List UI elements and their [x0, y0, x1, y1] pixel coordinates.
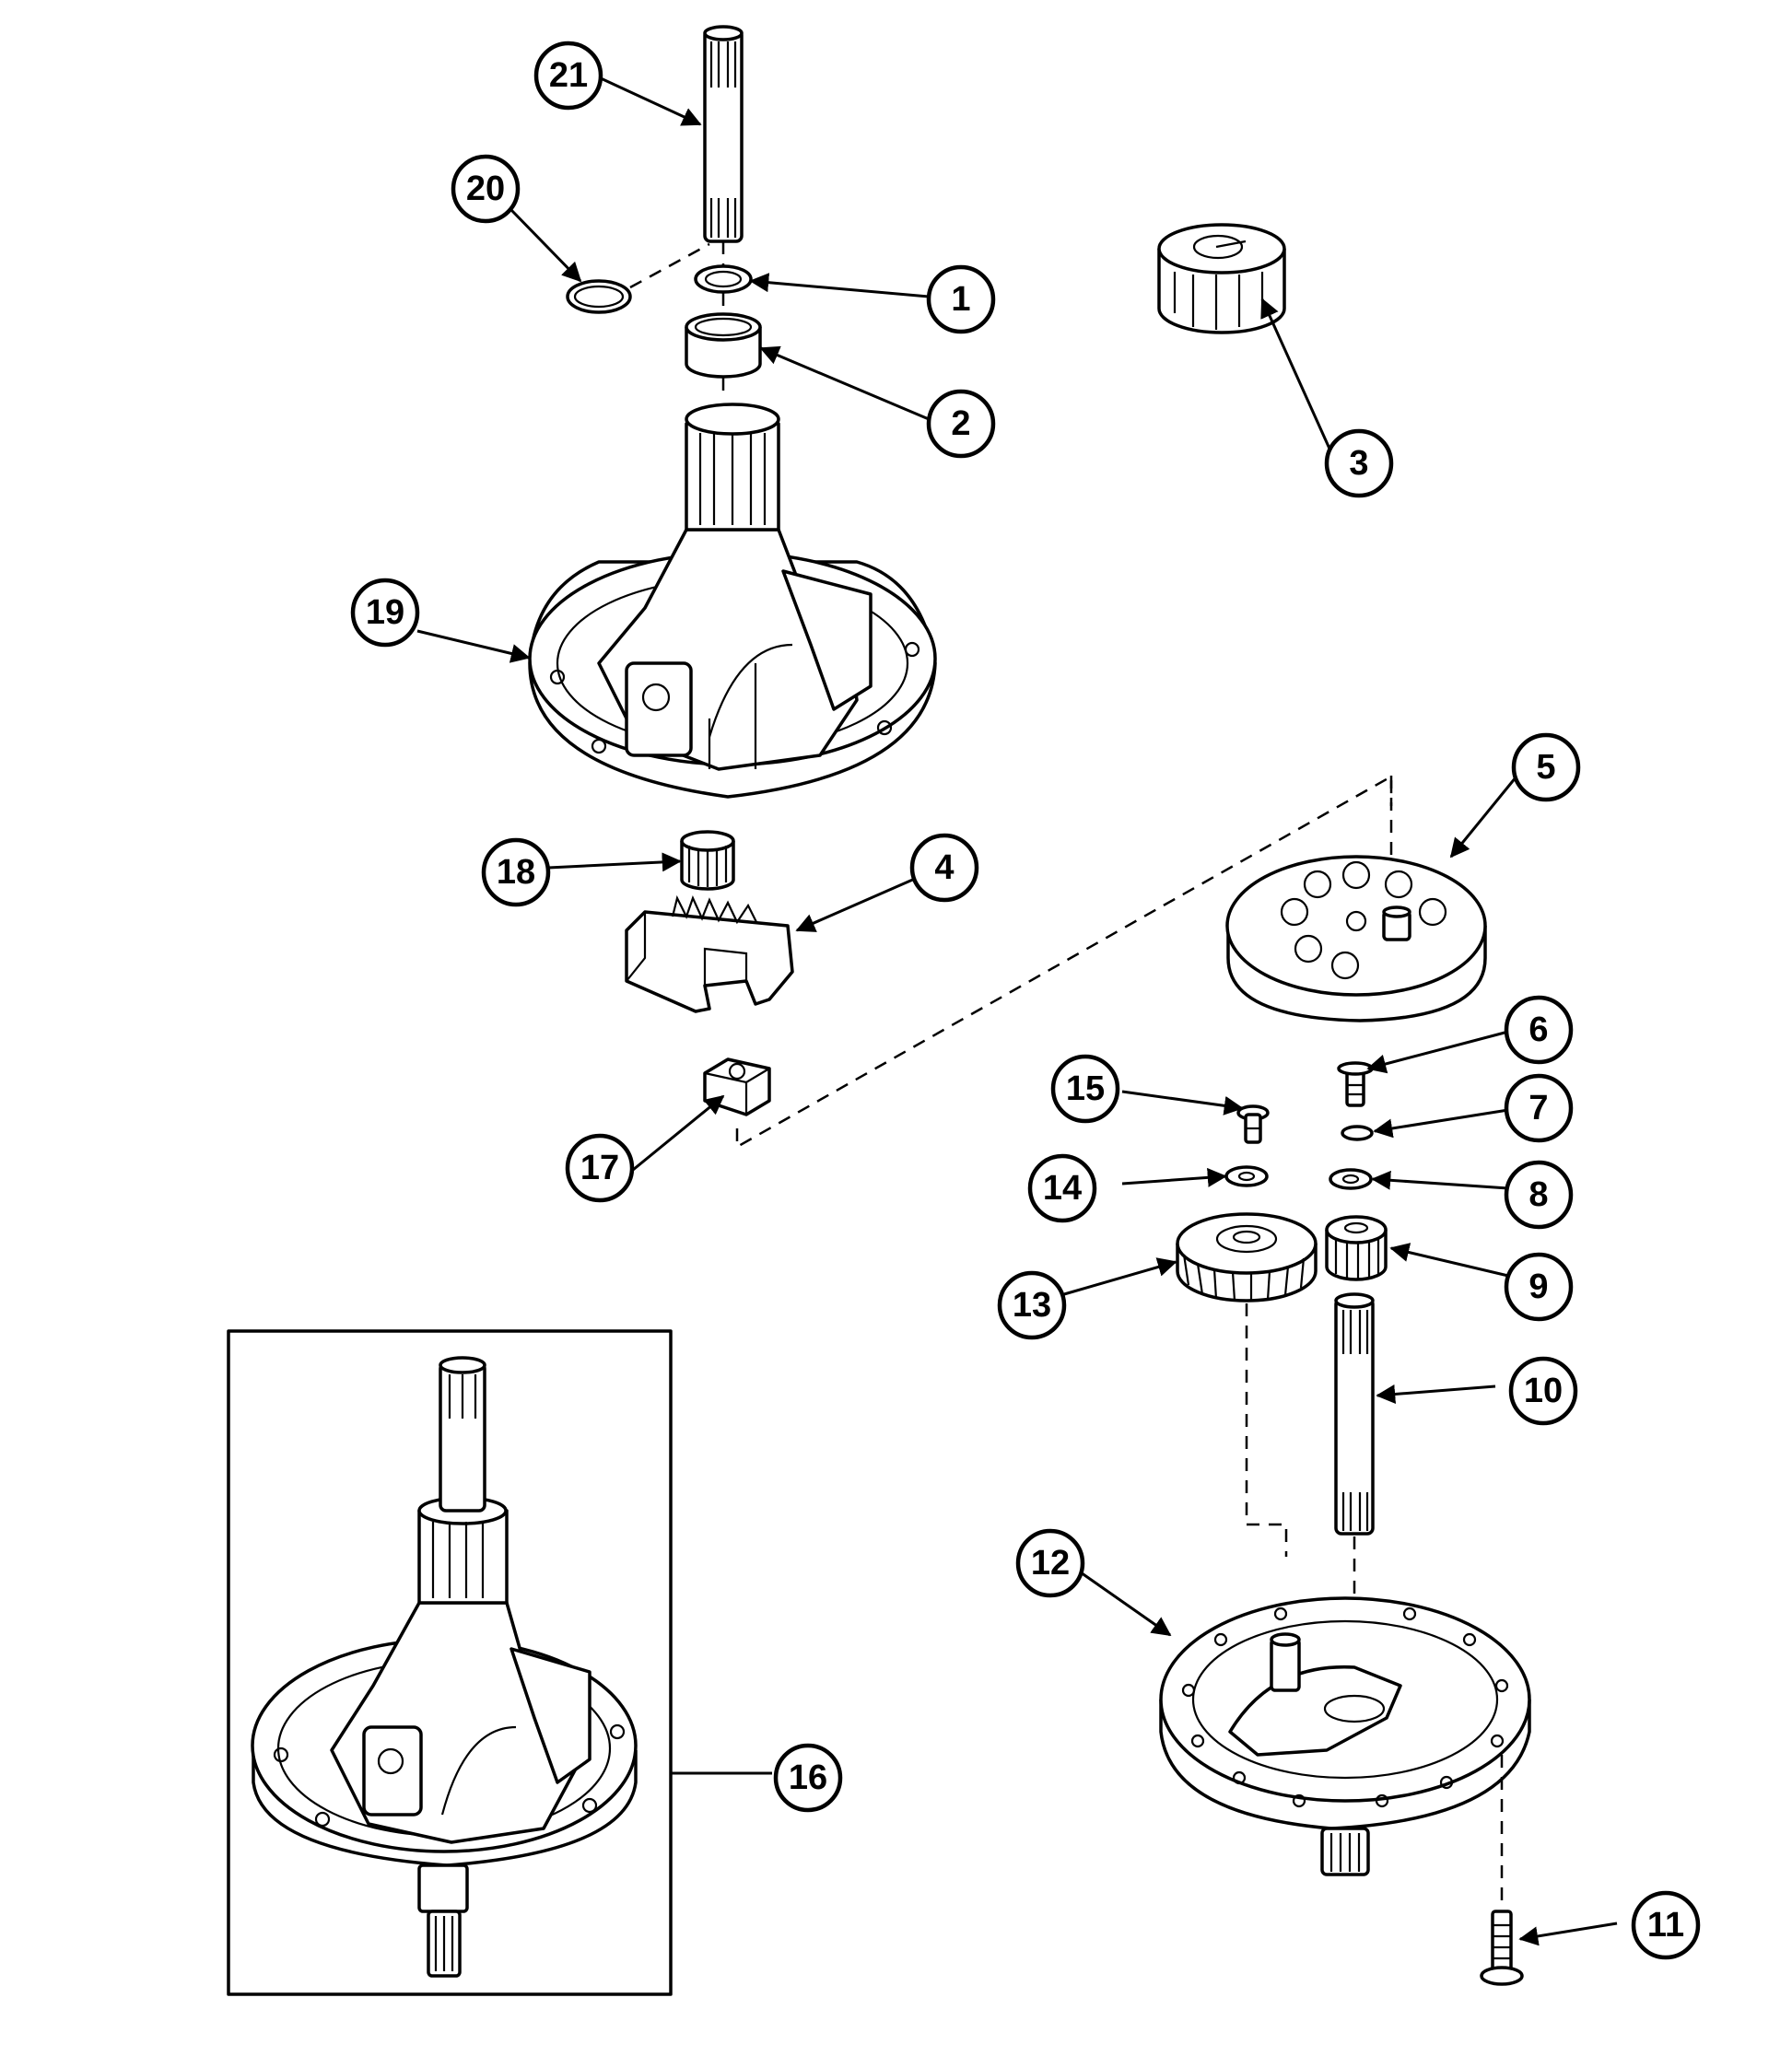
svg-text:4: 4: [934, 848, 954, 887]
svg-text:20: 20: [466, 169, 505, 208]
callout-12: 12: [1015, 1528, 1085, 1598]
callout-11: 11: [1631, 1890, 1701, 1960]
part-13-gear: [1176, 1212, 1318, 1303]
part-1-ring: [694, 264, 753, 294]
svg-text:3: 3: [1349, 444, 1368, 483]
svg-text:15: 15: [1066, 1069, 1105, 1108]
callout-1: 1: [926, 264, 996, 334]
part-10-shaft: [1334, 1292, 1375, 1536]
part-11-bolt: [1480, 1910, 1524, 1986]
svg-text:21: 21: [549, 56, 588, 95]
part-19-housing: [528, 403, 937, 799]
part-14-washer: [1224, 1165, 1269, 1187]
callout-16: 16: [773, 1743, 843, 1813]
svg-text:5: 5: [1536, 748, 1555, 787]
svg-text:14: 14: [1043, 1169, 1082, 1208]
svg-text:9: 9: [1528, 1267, 1548, 1306]
part-15-screw: [1236, 1104, 1270, 1144]
callout-8: 8: [1504, 1160, 1574, 1230]
svg-text:11: 11: [1647, 1906, 1684, 1945]
callout-10: 10: [1508, 1356, 1578, 1426]
callout-20: 20: [451, 154, 521, 224]
part-16-assembly-box: [227, 1329, 673, 1996]
callout-17: 17: [565, 1133, 635, 1203]
svg-text:18: 18: [497, 853, 535, 892]
part-3-spool: [1157, 223, 1286, 334]
part-8-washer: [1329, 1168, 1373, 1190]
callout-4: 4: [909, 833, 979, 903]
part-12-cover: [1159, 1596, 1531, 1876]
callout-13: 13: [997, 1270, 1067, 1340]
callout-15: 15: [1050, 1054, 1120, 1124]
svg-text:6: 6: [1528, 1010, 1548, 1049]
callout-19: 19: [350, 578, 420, 648]
part-17-block: [703, 1057, 771, 1116]
leader-lines: [416, 76, 1618, 1946]
svg-text:16: 16: [789, 1758, 827, 1797]
part-4-rack: [625, 894, 794, 1013]
svg-text:19: 19: [366, 593, 404, 632]
part-9-small-gear: [1325, 1215, 1388, 1281]
svg-text:10: 10: [1524, 1372, 1563, 1410]
svg-text:12: 12: [1031, 1544, 1070, 1583]
part-20-snap-ring: [566, 279, 632, 314]
svg-text:7: 7: [1528, 1089, 1548, 1127]
svg-text:17: 17: [580, 1149, 619, 1187]
part-5-pulley: [1225, 855, 1487, 1022]
part-21-shaft: [703, 25, 744, 243]
svg-text:13: 13: [1013, 1286, 1051, 1325]
part-6-stud: [1337, 1061, 1374, 1107]
svg-text:1: 1: [951, 280, 970, 319]
part-18-pinion: [680, 830, 735, 891]
part-7-lock-washer: [1341, 1125, 1374, 1141]
callout-9: 9: [1504, 1252, 1574, 1322]
callout-5: 5: [1511, 732, 1581, 802]
callout-18: 18: [481, 837, 551, 907]
callout-14: 14: [1027, 1153, 1097, 1223]
callout-2: 2: [926, 389, 996, 459]
callout-3: 3: [1324, 428, 1394, 498]
svg-text:8: 8: [1528, 1175, 1548, 1214]
part-2-bushing: [685, 312, 762, 379]
callout-6: 6: [1504, 995, 1574, 1065]
svg-text:2: 2: [951, 404, 970, 443]
callout-7: 7: [1504, 1073, 1574, 1143]
callout-21: 21: [533, 41, 603, 111]
